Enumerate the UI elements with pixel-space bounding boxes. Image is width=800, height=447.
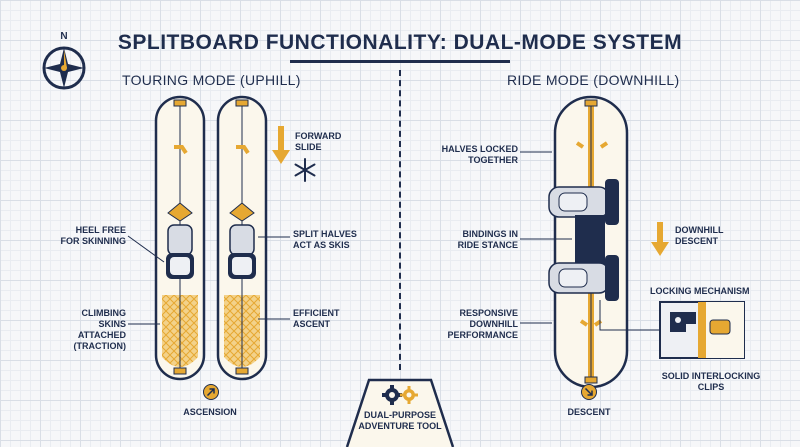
arrow-up-right-icon bbox=[203, 384, 219, 400]
down-arrow-icon bbox=[651, 222, 669, 256]
bindings-pointer bbox=[520, 238, 572, 240]
badge-label: DUAL-PURPOSE ADVENTURE TOOL bbox=[358, 410, 442, 431]
climbing-skins-pointer bbox=[128, 323, 160, 325]
halves-locked-pointer bbox=[520, 151, 552, 153]
heel-free-pointer bbox=[127, 235, 165, 263]
snowflake-icon bbox=[294, 158, 316, 182]
locking-mechanism-label: LOCKING MECHANISM bbox=[650, 286, 750, 296]
descent-label: DESCENT bbox=[567, 407, 611, 417]
split-halves-pointer bbox=[258, 236, 290, 238]
rear-binding bbox=[548, 255, 619, 301]
compass-icon bbox=[42, 46, 86, 90]
touring-heading: TOURING MODE (UPHILL) bbox=[122, 72, 301, 88]
locking-mechanism-detail bbox=[599, 300, 745, 359]
touring-boards bbox=[154, 95, 268, 381]
ascension-label: ASCENSION bbox=[183, 407, 237, 417]
downhill-descent-label: DOWNHILL DESCENT bbox=[675, 225, 724, 246]
climbing-skins-label: CLIMBING SKINS ATTACHED (TRACTION) bbox=[73, 308, 127, 351]
title-underline bbox=[290, 60, 510, 63]
bindings-label: BINDINGS IN RIDE STANCE bbox=[457, 229, 518, 250]
section-divider bbox=[399, 70, 401, 370]
efficient-ascent-label: EFFICIENT ASCENT bbox=[293, 308, 340, 329]
ride-board bbox=[548, 95, 629, 389]
interlocking-clips-label: SOLID INTERLOCKING CLIPS bbox=[661, 371, 761, 392]
page-title: SPLITBOARD FUNCTIONALITY: DUAL-MODE SYST… bbox=[117, 31, 683, 54]
arrow-down-right-icon bbox=[581, 384, 597, 400]
left-ski-half bbox=[154, 95, 206, 381]
ride-heading: RIDE MODE (DOWNHILL) bbox=[507, 72, 680, 88]
responsive-label: RESPONSIVE DOWNHILL PERFORMANCE bbox=[447, 308, 518, 340]
split-halves-label: SPLIT HALVES ACT AS SKIS bbox=[293, 229, 357, 250]
forward-slide-label: FORWARD SLIDE bbox=[295, 131, 342, 152]
compass-north-letter: N bbox=[60, 31, 68, 42]
responsive-pointer bbox=[520, 322, 552, 324]
halves-locked-label: HALVES LOCKED TOGETHER bbox=[441, 144, 518, 165]
front-binding bbox=[548, 179, 619, 225]
gears-icon bbox=[382, 385, 418, 405]
right-ski-half bbox=[216, 95, 268, 381]
badge-frame bbox=[345, 378, 455, 447]
heel-free-label: HEEL FREE FOR SKINNING bbox=[60, 225, 126, 246]
down-arrow-icon bbox=[272, 126, 290, 164]
efficient-ascent-pointer bbox=[258, 318, 290, 320]
